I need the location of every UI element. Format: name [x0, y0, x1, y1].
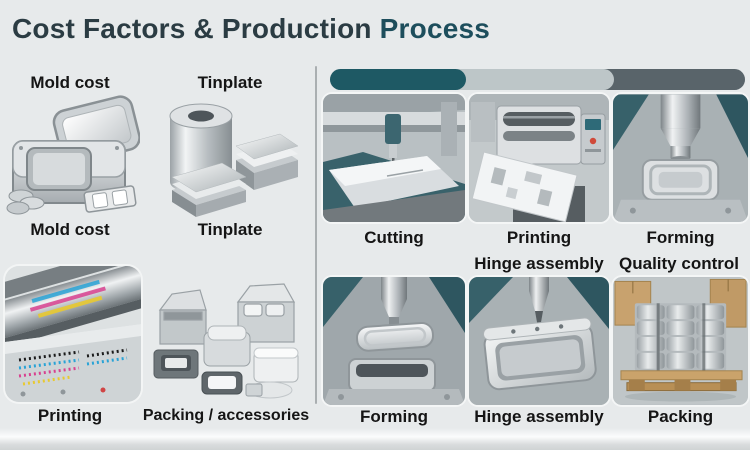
printing-caption: Printing	[37, 406, 103, 425]
pallet-tins-illustration	[613, 277, 748, 405]
progress-bar	[330, 69, 745, 90]
hinge-assembly-illustration	[469, 277, 609, 405]
vertical-divider	[315, 66, 317, 404]
hinge-assembly-caption: Hinge assembly	[474, 407, 604, 426]
forming-image-row1	[613, 94, 748, 222]
tinplate-caption: Tinplate	[197, 220, 263, 239]
cutting-machine-illustration	[323, 94, 465, 222]
packing-accessories-caption: Packing / accessories	[142, 407, 310, 424]
packing-boxes-illustration	[153, 283, 299, 399]
forming-tin-press-illustration	[323, 277, 465, 405]
mold-with-coins-illustration	[6, 95, 141, 215]
tinplate-top-label: Tinplate	[197, 73, 263, 92]
tinplate-roll-sheets-illustration	[169, 103, 299, 217]
hinge-assembly-heading: Hinge assembly	[474, 254, 604, 273]
forming-caption-row2: Forming	[360, 407, 428, 426]
packing-caption: Packing	[647, 407, 714, 426]
page-title-main: Cost Factors & Production	[12, 13, 380, 44]
printing-machine-caption: Printing	[506, 228, 572, 247]
mold-cost-image	[5, 93, 141, 218]
page-title: Cost Factors & Production Process	[12, 13, 712, 45]
tinplate-image	[148, 96, 302, 218]
packing-image	[613, 277, 748, 405]
cutting-caption: Cutting	[364, 228, 424, 247]
progress-segment-2	[454, 69, 614, 90]
printing-machine-image	[469, 94, 609, 222]
progress-segment-3	[595, 69, 745, 90]
mold-cost-caption: Mold cost	[30, 220, 110, 239]
printing-press-illustration	[5, 266, 141, 402]
mold-cost-top-label: Mold cost	[30, 73, 110, 92]
page-title-accent: Process	[379, 13, 491, 44]
progress-segment-1	[330, 69, 466, 90]
packing-accessories-image	[146, 264, 306, 402]
bottom-surface-band	[0, 428, 750, 450]
cutting-image	[323, 94, 465, 222]
forming-press-illustration	[613, 94, 748, 222]
hinge-assembly-image	[469, 277, 609, 405]
forming-image-row2	[323, 277, 465, 405]
forming-caption-row1: Forming	[646, 228, 715, 247]
printing-image	[5, 266, 141, 402]
quality-control-heading: Quality control	[619, 254, 739, 273]
printing-machine-illustration	[469, 94, 609, 222]
